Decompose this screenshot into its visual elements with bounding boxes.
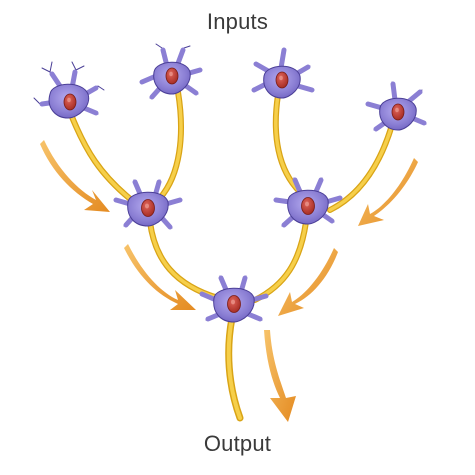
arrow-left-upper (40, 140, 110, 212)
arrow-output (264, 330, 296, 422)
relay-neuron-left (113, 179, 183, 230)
output-label: Output (203, 431, 272, 456)
arrow-right-upper (358, 158, 418, 226)
relay-neuron-right (273, 177, 343, 228)
axon-middle-right (252, 219, 309, 303)
neurons (33, 43, 427, 323)
input-neuron-3 (251, 47, 315, 99)
axon-middle-left (147, 219, 221, 301)
input-neuron-1 (33, 61, 105, 119)
input-neuron-4 (365, 81, 427, 132)
arrow-left-lower (124, 244, 196, 310)
signal-arrows (40, 140, 418, 422)
arrow-right-lower (278, 248, 338, 316)
axons (67, 89, 395, 422)
input-neuron-2 (139, 43, 203, 100)
inputs-label: Inputs (206, 9, 269, 34)
output-neuron (199, 275, 269, 323)
